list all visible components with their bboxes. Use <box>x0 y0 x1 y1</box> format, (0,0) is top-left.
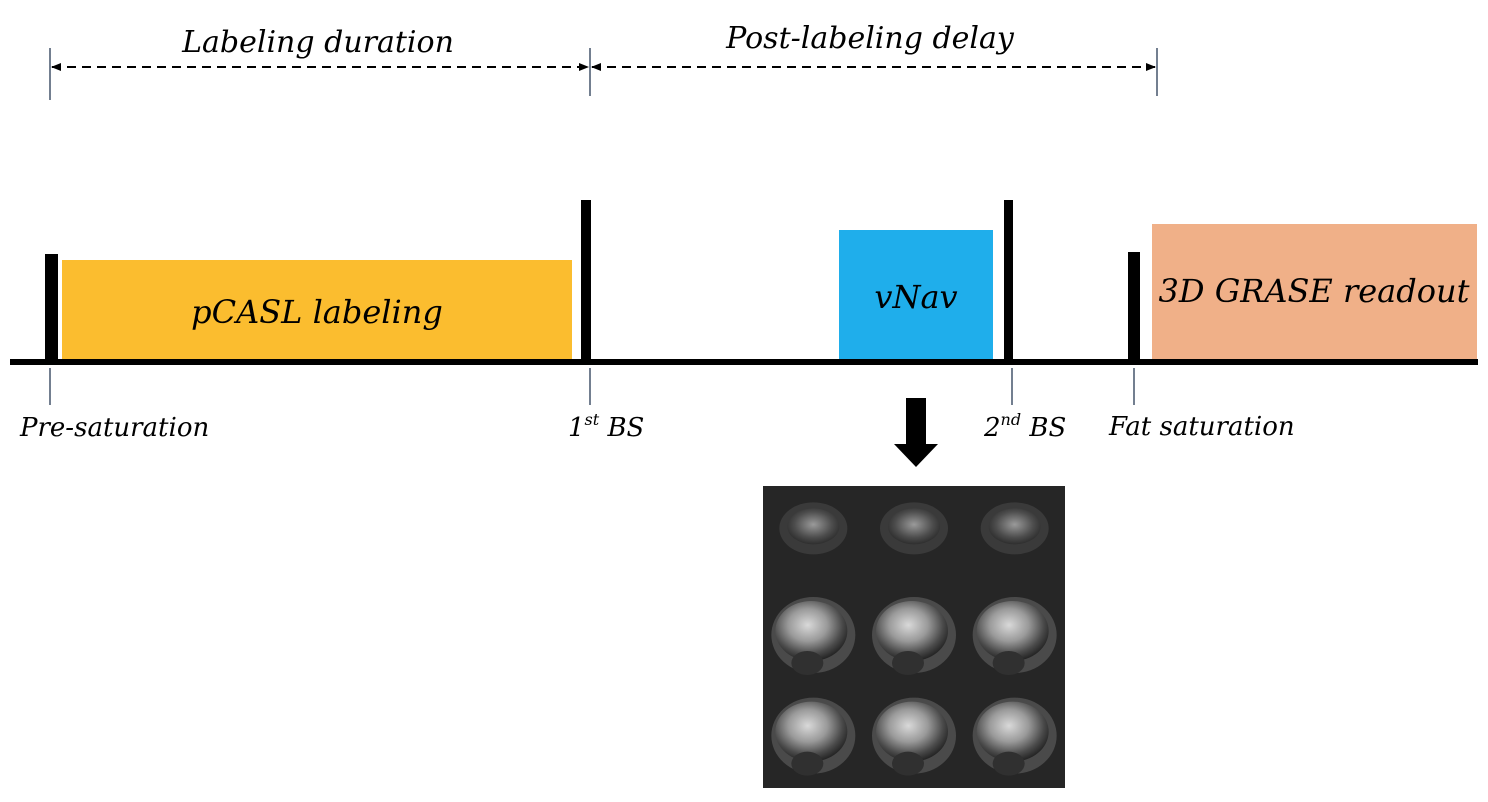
brainstem-region <box>892 651 924 675</box>
brain-slice <box>988 508 1041 545</box>
vnav-image-cell <box>972 597 1057 675</box>
vnav-image-cell <box>872 597 956 675</box>
brain-slice <box>775 701 848 762</box>
brain-slice <box>888 508 940 545</box>
vnav-image-cell <box>972 697 1057 776</box>
second-bs-number: 2 <box>983 413 1001 443</box>
brainstem-region <box>892 751 924 776</box>
brainstem-region <box>992 751 1025 776</box>
first-bs-suffix: BS <box>599 413 644 443</box>
brainstem-region <box>791 651 824 675</box>
second-bs-suffix: BS <box>1021 413 1066 443</box>
post-labeling-delay-label: Post-labeling delay <box>725 21 1015 56</box>
vnav-label: vNav <box>874 278 957 316</box>
timeline-axis <box>10 359 1478 365</box>
brain-slice <box>976 701 1049 762</box>
vnav-image-cells <box>771 502 1057 776</box>
fat-saturation-label: Fat saturation <box>1108 412 1295 442</box>
pcasl-labeling-label: pCASL labeling <box>191 293 443 331</box>
down-arrow-icon <box>894 444 938 467</box>
vnav-image-cell <box>779 502 848 555</box>
second-bs-label: 2nd BS <box>983 410 1066 443</box>
down-arrow-shaft <box>906 398 926 444</box>
brain-slice <box>876 701 948 762</box>
pcasl-labeling-block <box>62 260 572 360</box>
second-bs-pulse <box>1004 200 1013 362</box>
brain-slice <box>976 601 1049 661</box>
vnav-block <box>839 230 993 360</box>
fat-saturation-pulse <box>1128 252 1140 362</box>
first-bs-label: 1st BS <box>568 410 644 443</box>
grase-readout-label: 3D GRASE readout <box>1159 272 1470 310</box>
presaturation-label: Pre-saturation <box>19 413 209 443</box>
first-bs-number: 1 <box>568 413 585 443</box>
brain-slice <box>775 601 848 661</box>
brainstem-region <box>992 651 1025 675</box>
brain-slice <box>787 508 840 545</box>
vnav-image-cell <box>872 697 956 776</box>
vnav-image-cell <box>771 697 856 776</box>
labeling-duration-label: Labeling duration <box>181 25 454 60</box>
vnav-image-cell <box>880 502 948 555</box>
presaturation-pulse <box>45 254 58 362</box>
second-bs-superscript: nd <box>1001 410 1022 429</box>
vnav-image-cell <box>980 502 1049 555</box>
vnav-image-cell <box>771 597 856 675</box>
first-bs-superscript: st <box>585 410 600 429</box>
brain-slice <box>876 601 948 661</box>
grase-readout-block <box>1152 224 1477 360</box>
brainstem-region <box>791 751 824 776</box>
first-bs-pulse <box>581 200 591 362</box>
